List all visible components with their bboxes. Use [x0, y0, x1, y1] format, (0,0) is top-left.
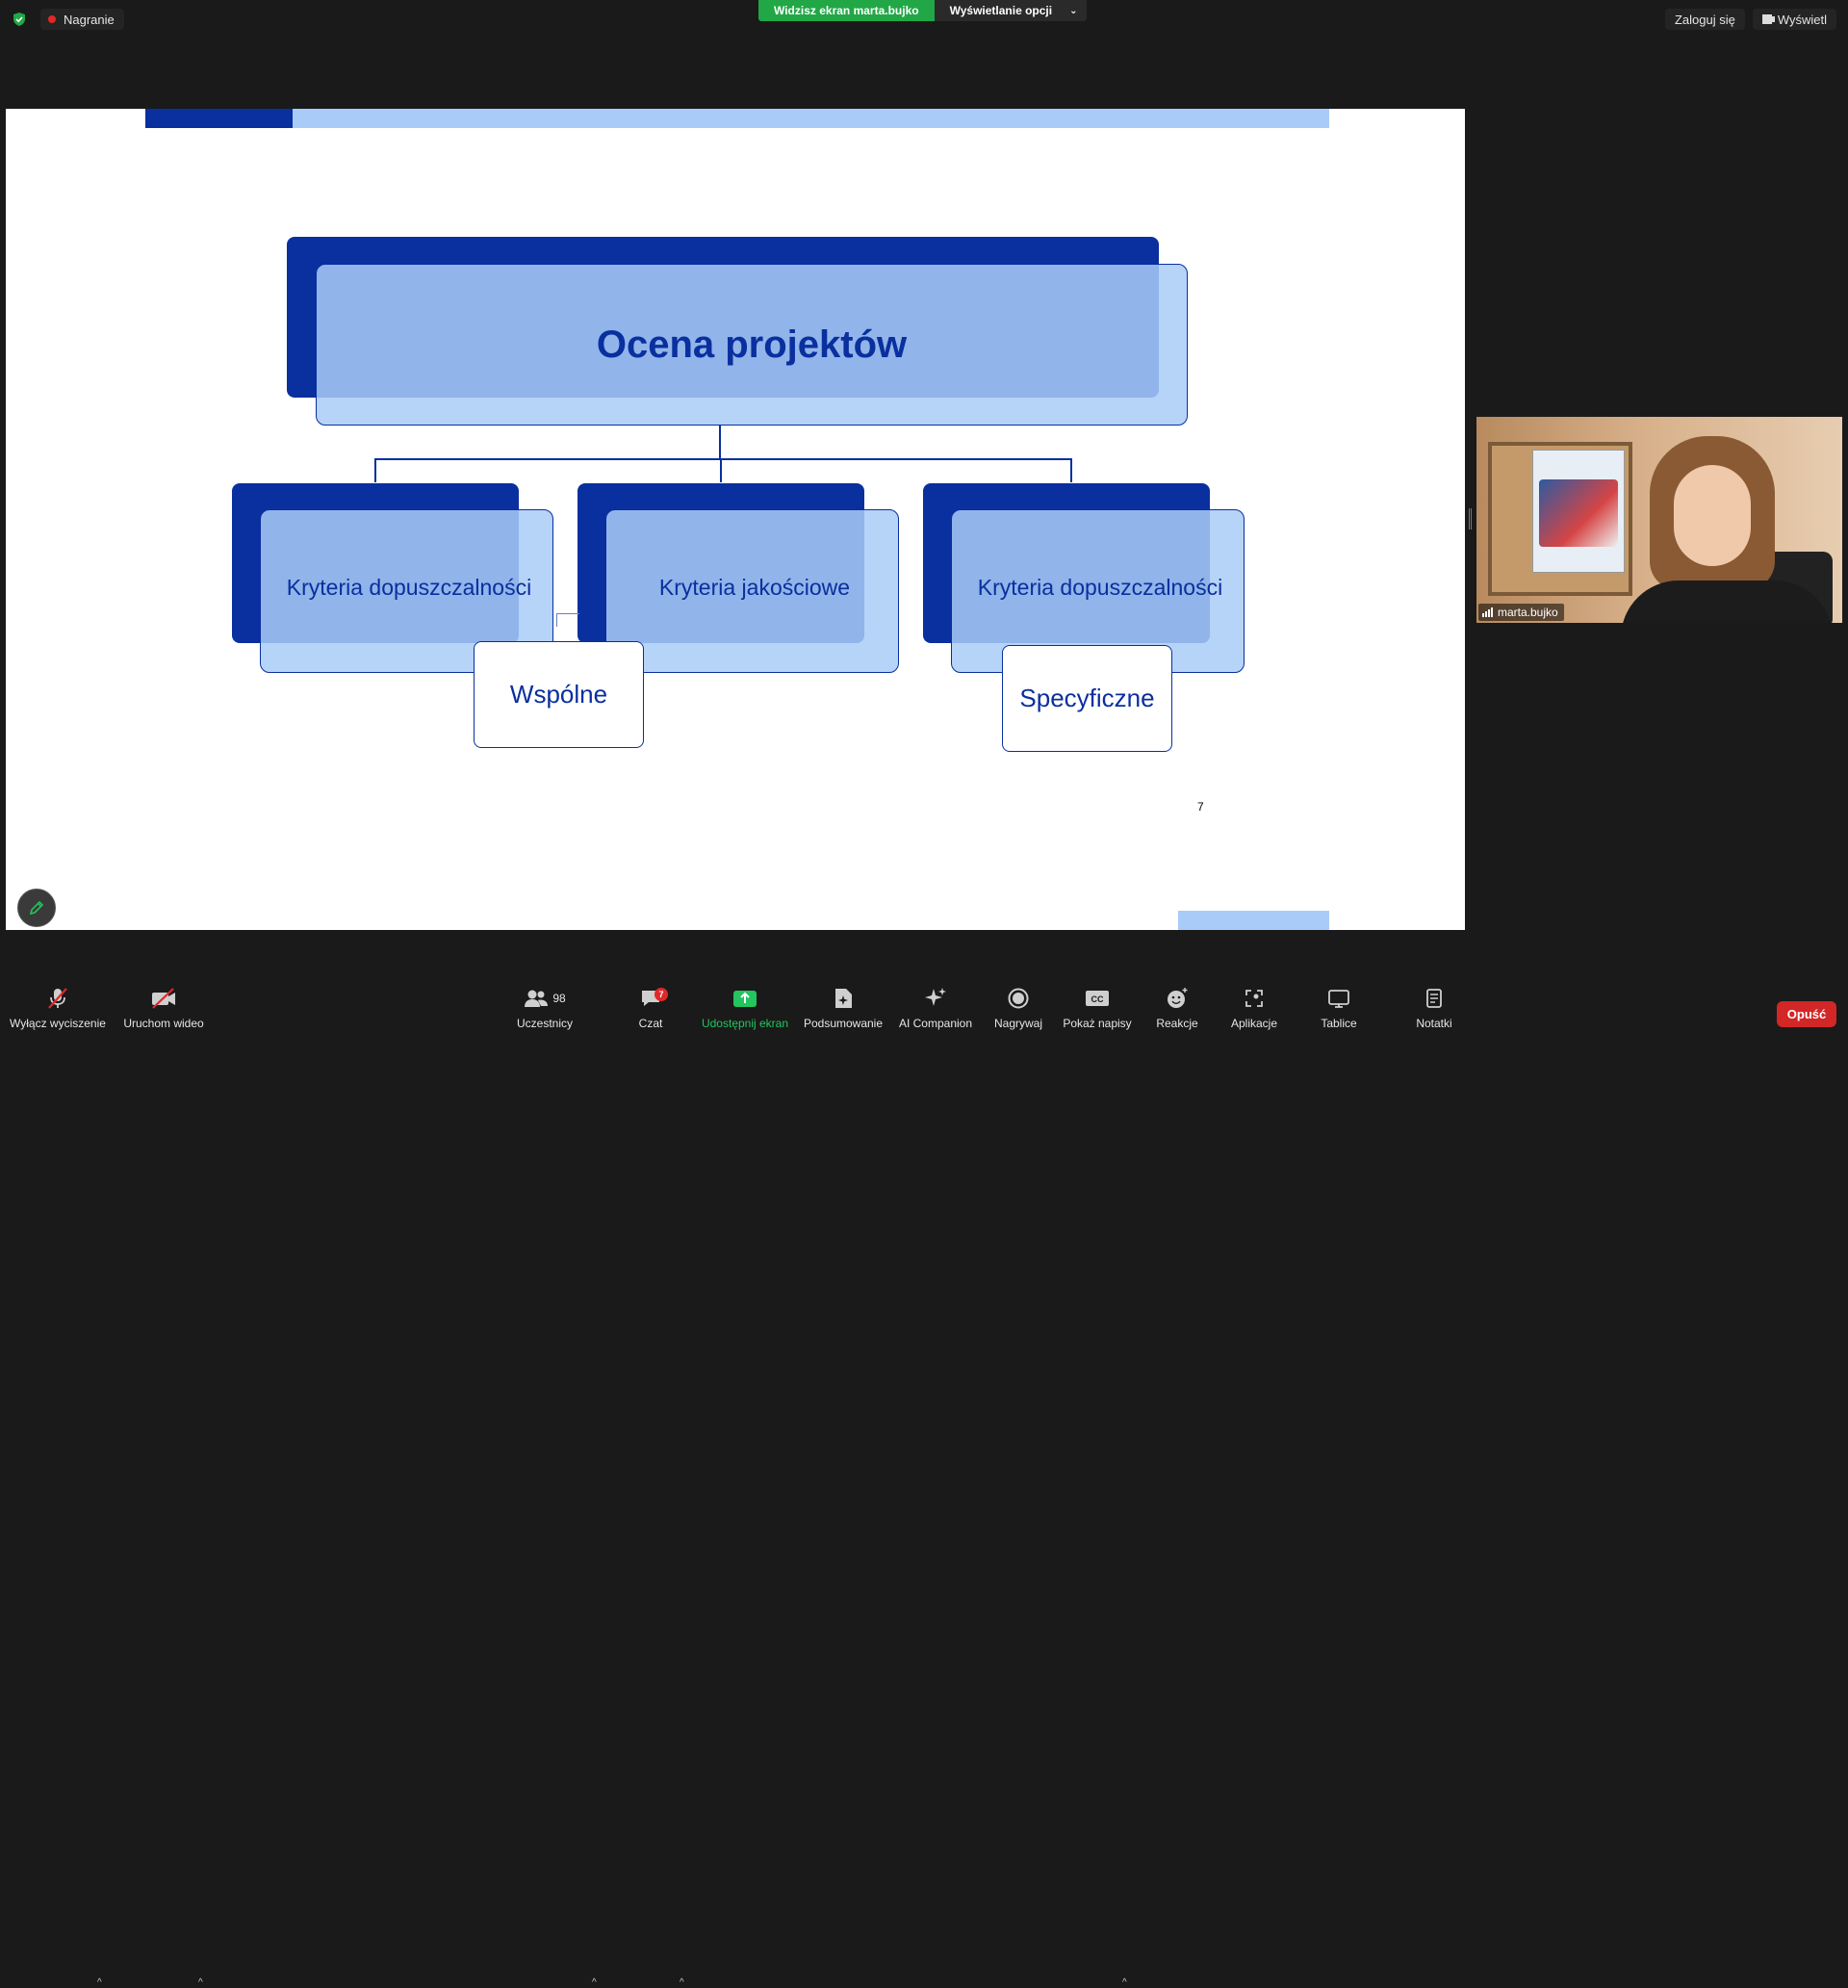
participant-video-tile[interactable]: marta.bujko: [1476, 417, 1842, 623]
meeting-toolbar: Wyłącz wyciszenie ^ Uruchom wideo ^ 98 U…: [0, 982, 1848, 1988]
notes-button[interactable]: Notatki: [1405, 982, 1463, 1040]
sub-box-wspolne-label: Wspólne: [509, 680, 608, 709]
unmute-label: Wyłącz wyciszenie: [10, 1017, 106, 1030]
captions-caret-icon[interactable]: ^: [1122, 1977, 1127, 1988]
participants-button[interactable]: 98 Uczestnicy: [506, 982, 583, 1040]
captions-button[interactable]: CC Pokaż napisy: [1059, 982, 1136, 1040]
summary-label: Podsumowanie: [803, 1017, 884, 1030]
participant-name: marta.bujko: [1498, 606, 1558, 619]
video-poster-image: [1539, 479, 1618, 547]
shared-screen-slide: Ocena projektów Kryteria dopuszczalności…: [6, 109, 1465, 930]
summary-button[interactable]: Podsumowanie: [799, 982, 887, 1040]
slide-header-band-light: [293, 109, 1329, 128]
slide-footer-band: [1178, 911, 1329, 930]
chat-button[interactable]: 7 Czat: [622, 982, 680, 1040]
connector-vertical-main: [719, 426, 721, 460]
top-bar: Nagranie Widzisz ekran marta.bujko Wyświ…: [0, 0, 1848, 39]
participants-icon: [525, 990, 549, 1007]
ai-companion-button[interactable]: AI Companion: [891, 982, 980, 1040]
video-options-caret-icon[interactable]: ^: [198, 1977, 203, 1988]
recording-label: Nagranie: [64, 12, 115, 27]
apps-label: Aplikacje: [1230, 1017, 1278, 1030]
participant-name-tag: marta.bujko: [1478, 604, 1564, 621]
ai-companion-icon: [925, 988, 946, 1006]
video-participant-body: [1621, 581, 1833, 623]
annotate-button[interactable]: [17, 889, 56, 927]
pencil-icon: [29, 900, 44, 916]
sub-box-specyficzne-label: Specyficzne: [1019, 684, 1155, 712]
sign-in-label: Zaloguj się: [1674, 12, 1735, 27]
connector-wspolne: [556, 613, 557, 627]
video-participant-face: [1674, 465, 1751, 566]
reactions-label: Reakcje: [1156, 1017, 1198, 1030]
view-button[interactable]: Wyświetl: [1752, 9, 1836, 30]
video-participant: [1621, 436, 1833, 623]
reactions-icon: [1168, 988, 1188, 1008]
participants-caret-icon[interactable]: ^: [592, 1977, 597, 1988]
notes-icon: [1426, 989, 1442, 1008]
slide-header-band-dark: [145, 109, 293, 128]
apps-icon: [1245, 990, 1263, 1007]
participants-label: Uczestnicy: [516, 1017, 573, 1030]
panel-drag-handle[interactable]: [1469, 508, 1472, 529]
record-button[interactable]: Nagrywaj: [989, 982, 1047, 1040]
share-screen-icon: [733, 991, 757, 1007]
captions-icon-text: CC: [1091, 994, 1104, 1004]
connector-left: [374, 458, 376, 482]
sub-box-wspolne: Wspólne: [474, 641, 644, 748]
unmute-button[interactable]: Wyłącz wyciszenie: [10, 982, 106, 1040]
video-poster: [1532, 450, 1625, 573]
recording-dot-icon: [48, 15, 56, 23]
summary-icon: [835, 989, 852, 1008]
participants-count: 98: [552, 992, 566, 1005]
captions-icon: CC: [1086, 991, 1109, 1006]
viewing-share-pill: Widzisz ekran marta.bujko Wyświetlanie o…: [758, 0, 1088, 21]
criteria-box-2: [605, 509, 899, 673]
leave-meeting-button[interactable]: Opuść: [1777, 1001, 1836, 1027]
criteria-box-2-label: Kryteria jakościowe: [658, 575, 851, 600]
view-options-label: Wyświetlanie opcji: [949, 4, 1053, 17]
connector-wspolne-h: [556, 613, 579, 614]
chat-caret-icon[interactable]: ^: [680, 1977, 684, 1988]
connector-center: [720, 458, 722, 482]
captions-label: Pokaż napisy: [1063, 1017, 1132, 1030]
security-shield-icon[interactable]: [12, 12, 27, 27]
connector-right: [1070, 458, 1072, 482]
sign-in-button[interactable]: Zaloguj się: [1664, 9, 1745, 30]
viewing-screen-label: Widzisz ekran marta.bujko: [758, 0, 935, 21]
whiteboards-icon: [1328, 990, 1349, 1008]
view-options-button[interactable]: Wyświetlanie opcji ⌄: [934, 0, 1088, 21]
recording-indicator[interactable]: Nagranie: [40, 9, 124, 30]
view-layout-icon: [1761, 14, 1775, 24]
record-icon: [1008, 988, 1029, 1009]
chat-unread-badge: 7: [654, 988, 668, 1001]
whiteboards-button[interactable]: Tablice: [1310, 982, 1368, 1040]
signal-bars-icon: [1482, 607, 1493, 617]
share-screen-button[interactable]: Udostępnij ekran: [697, 982, 793, 1040]
criteria-box-1-label: Kryteria dopuszczalności: [286, 575, 532, 600]
sub-box-specyficzne: Specyficzne: [1002, 645, 1172, 752]
notes-label: Notatki: [1416, 1017, 1452, 1030]
criteria-box-3-label: Kryteria dopuszczalności: [977, 575, 1223, 600]
slide-title: Ocena projektów: [596, 323, 908, 366]
apps-button[interactable]: Aplikacje: [1225, 982, 1283, 1040]
title-box: Ocena projektów: [316, 264, 1188, 426]
view-label: Wyświetl: [1777, 12, 1827, 27]
reactions-button[interactable]: Reakcje: [1148, 982, 1206, 1040]
whiteboards-label: Tablice: [1321, 1017, 1357, 1030]
microphone-muted-icon: [48, 988, 67, 1009]
record-label: Nagrywaj: [993, 1017, 1042, 1030]
slide-page-number: 7: [1197, 800, 1204, 813]
connector-horizontal: [374, 458, 1072, 460]
ai-companion-label: AI Companion: [898, 1017, 973, 1030]
chat-label: Czat: [638, 1017, 663, 1030]
chevron-down-icon: ⌄: [1069, 5, 1078, 16]
start-video-button[interactable]: Uruchom wideo: [116, 982, 212, 1040]
share-screen-label: Udostępnij ekran: [701, 1017, 789, 1030]
start-video-label: Uruchom wideo: [123, 1017, 204, 1030]
video-off-icon: [152, 988, 175, 1009]
top-right-controls: Zaloguj się Wyświetl: [1664, 9, 1836, 30]
audio-options-caret-icon[interactable]: ^: [97, 1977, 102, 1988]
